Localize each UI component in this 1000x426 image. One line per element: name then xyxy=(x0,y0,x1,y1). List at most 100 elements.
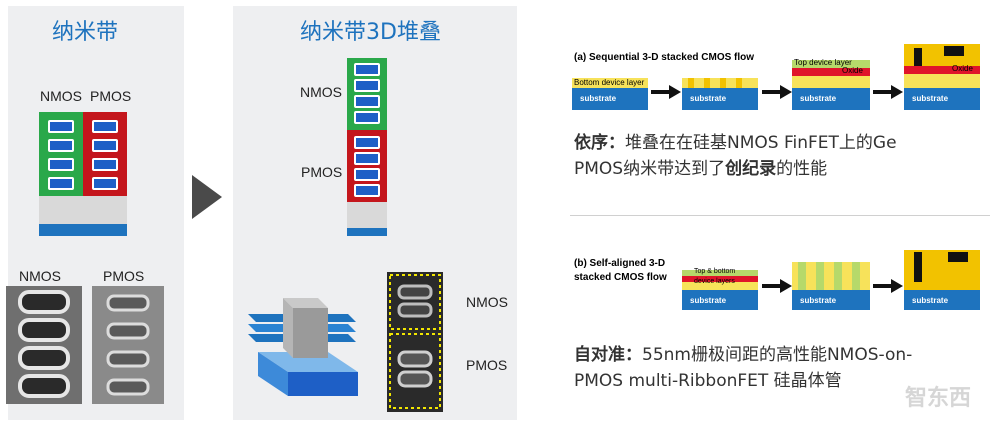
middle-panel-title: 纳米带3D堆叠 xyxy=(300,20,441,45)
nanosheet xyxy=(354,63,380,76)
tem-nmos-label: NMOS xyxy=(19,268,61,284)
device-label-2: device layers xyxy=(694,278,735,285)
watermark-logo: 智东西 xyxy=(905,386,972,411)
flow-b-step-2: substrate xyxy=(792,262,870,310)
flow-arrow-icon xyxy=(873,278,903,297)
nanosheet xyxy=(48,120,74,133)
tem-stack-pmos-label: PMOS xyxy=(466,357,508,373)
left-panel-title: 纳米带 xyxy=(52,20,119,45)
pmos-label: PMOS xyxy=(90,88,132,104)
flow-a-step-1: Bottom device layer substrate xyxy=(572,78,648,110)
flow-b-step-3: substrate xyxy=(904,250,980,310)
fin xyxy=(720,78,726,88)
nanosheet xyxy=(354,79,380,92)
nanosheet xyxy=(354,111,380,124)
3d-transistor-render xyxy=(238,292,366,402)
bottom-device-label: Bottom device layer xyxy=(574,78,645,87)
substrate-layer xyxy=(572,88,648,110)
nanosheet xyxy=(92,120,118,133)
flow-a-title: (a) Sequential 3-D stacked CMOS flow xyxy=(574,52,755,63)
substrate-layer xyxy=(792,88,870,110)
oxide-layer xyxy=(682,276,758,282)
caption-a-bold: 创纪录 xyxy=(725,159,777,179)
top-device-layer xyxy=(682,270,758,276)
nanosheet xyxy=(48,177,74,190)
bottom-device-layer xyxy=(572,78,648,88)
flow-a-step-4: Oxide substrate xyxy=(904,44,980,110)
stack-nmos-label: NMOS xyxy=(300,84,342,100)
substrate-label: substrate xyxy=(580,94,617,103)
nanosheet xyxy=(48,139,74,152)
substrate-label: substrate xyxy=(800,296,837,305)
bottom-device-layer xyxy=(682,282,758,290)
stack-substrate-base xyxy=(347,228,387,236)
flow-arrow-icon xyxy=(651,84,681,103)
fin xyxy=(798,262,806,290)
top-device-label: Top device layer xyxy=(794,58,852,67)
nanosheet xyxy=(92,139,118,152)
nanosheet xyxy=(92,158,118,171)
substrate-label: substrate xyxy=(690,296,727,305)
substrate-layer xyxy=(682,290,758,310)
tem-stack-nmos-label: NMOS xyxy=(466,294,508,310)
substrate-label: substrate xyxy=(690,94,727,103)
fin xyxy=(688,78,694,88)
tem-image-stacked xyxy=(387,272,443,412)
stack-substrate xyxy=(347,202,387,228)
caption-a-prefix: 依序： xyxy=(574,133,625,153)
section-divider xyxy=(570,215,990,216)
nanosheet xyxy=(354,95,380,108)
nanosheet xyxy=(354,152,380,165)
top-device-layer xyxy=(792,60,870,68)
tem-image-pmos xyxy=(92,286,164,404)
nanosheet xyxy=(354,136,380,149)
flow-a-step-2: substrate xyxy=(682,78,758,110)
stack-pmos-label: PMOS xyxy=(301,164,343,180)
fin xyxy=(852,262,860,290)
next-arrow-icon xyxy=(192,175,222,219)
tem-image-nmos xyxy=(6,286,82,404)
caption-b-prefix: 自对准： xyxy=(574,345,642,365)
substrate-label: substrate xyxy=(800,94,837,103)
substrate-label: substrate xyxy=(912,94,949,103)
oxide-label-2: Oxide xyxy=(952,64,973,73)
caption-a-suffix: 的性能 xyxy=(776,159,828,179)
substrate-layer xyxy=(792,290,870,310)
side-by-side-device xyxy=(39,112,127,237)
flow-b-title-line1: (b) Self-aligned 3-D xyxy=(574,258,666,269)
caption-a-text1: 堆叠在在硅基NMOS FinFET上的Ge xyxy=(625,133,897,153)
nanosheet xyxy=(354,184,380,197)
nmos-label: NMOS xyxy=(40,88,82,104)
via xyxy=(948,252,968,262)
oxide-layer xyxy=(792,68,870,76)
flow-arrow-icon xyxy=(762,278,792,297)
substrate-base xyxy=(39,224,127,236)
caption-b-text1: 55nm栅极间距的高性能NMOS-on- xyxy=(642,345,913,365)
fin xyxy=(736,78,742,88)
flow-b-step-1: Top & bottom device layers substrate xyxy=(682,268,758,310)
oxide-layer xyxy=(904,66,980,74)
substrate-block xyxy=(39,196,127,224)
flow-a-step-3: Top device layer Oxide substrate xyxy=(792,58,870,110)
device-layer xyxy=(792,76,870,88)
flow-b-title-line2: stacked CMOS flow xyxy=(574,272,667,283)
flow-arrow-icon xyxy=(873,84,903,103)
caption-b: 自对准：55nm栅极间距的高性能NMOS-on- PMOS multi-Ribb… xyxy=(574,342,994,394)
nanosheet xyxy=(354,168,380,181)
fin xyxy=(704,78,710,88)
caption-b-text2: PMOS multi-RibbonFET 硅晶体管 xyxy=(574,371,842,391)
substrate-layer xyxy=(682,88,758,110)
tem-pmos-label: PMOS xyxy=(103,268,145,284)
via xyxy=(914,252,922,282)
fin xyxy=(816,262,824,290)
flow-arrow-icon xyxy=(762,84,792,103)
substrate-label: substrate xyxy=(912,296,949,305)
oxide-label: Oxide xyxy=(842,66,863,75)
caption-a-text2: PMOS纳米带达到了 xyxy=(574,159,726,179)
substrate-layer xyxy=(904,88,980,110)
stacked-device xyxy=(347,58,387,236)
device-layer xyxy=(904,74,980,88)
nanosheet xyxy=(92,177,118,190)
via xyxy=(944,46,964,56)
fin xyxy=(834,262,842,290)
